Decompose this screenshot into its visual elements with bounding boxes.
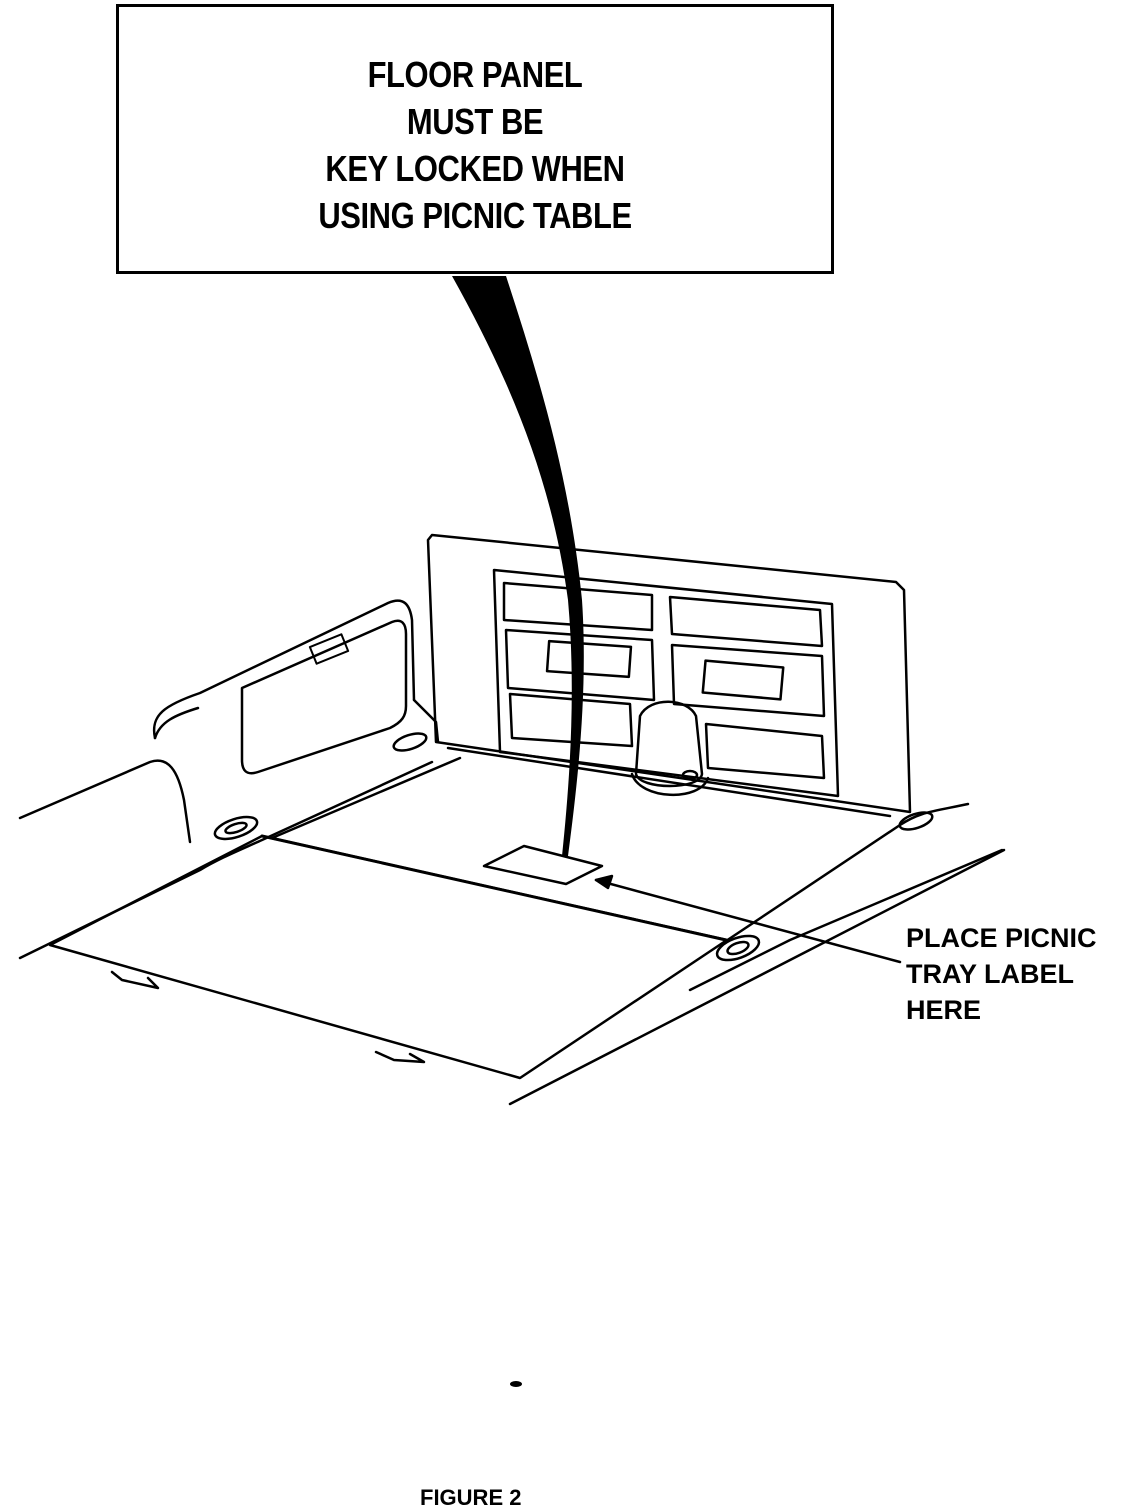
tray-label-line: TRAY LABEL — [906, 959, 1075, 989]
seat-back-panel — [668, 595, 824, 648]
tiedown-loop — [224, 821, 248, 835]
floor-right-rail-2 — [688, 848, 1004, 992]
pointer-arrowhead — [594, 874, 614, 890]
floor-panel-tab — [374, 1050, 426, 1064]
center-hinge — [634, 700, 704, 788]
seat-back-panel — [704, 722, 826, 780]
vent-slot — [308, 633, 350, 665]
tiedown-loop — [213, 815, 259, 841]
tiedown-loop — [726, 940, 750, 956]
seat-back-panel — [504, 628, 656, 702]
tray-label-line: HERE — [906, 995, 982, 1025]
tray-label-instruction: PLACE PICNIC TRAY LABEL HERE — [906, 920, 1097, 1028]
callout-line: MUST BE — [406, 101, 544, 142]
seat-back-frame — [492, 568, 840, 798]
floor-panel-crease — [260, 834, 728, 942]
center-hinge-pin — [681, 769, 699, 781]
warning-callout-text: FLOOR PANEL MUST BE KEY LOCKED WHEN USIN… — [169, 51, 781, 239]
latch — [701, 659, 785, 701]
seat-back — [426, 533, 912, 814]
center-hinge-base — [630, 772, 710, 797]
floor-panel-tab — [110, 970, 160, 990]
seat-back-panel — [508, 692, 634, 748]
callout-line: KEY LOCKED WHEN — [325, 148, 625, 189]
warning-callout-box: FLOOR PANEL MUST BE KEY LOCKED WHEN USIN… — [116, 4, 834, 274]
tiedown-loop — [392, 732, 428, 752]
pointer-line — [594, 878, 902, 964]
print-speck — [510, 1381, 522, 1387]
callout-leader — [452, 276, 584, 856]
floor-bottom-edge — [508, 848, 1006, 1106]
floor-panel — [48, 834, 729, 1080]
trim-panel — [240, 619, 408, 775]
tiedown-loop — [715, 934, 761, 962]
seat-back-inner-bottom — [446, 746, 892, 818]
tiedown-loop — [898, 811, 934, 831]
seat-back-panel — [670, 643, 826, 718]
callout-line: USING PICNIC TABLE — [318, 195, 632, 236]
seat-back-panel — [502, 581, 654, 632]
left-wall-upper — [152, 599, 416, 740]
latch — [545, 639, 633, 679]
left-wall-outline — [18, 759, 192, 844]
left-wall-top — [153, 706, 200, 740]
floor-rail-inner — [270, 756, 462, 840]
figure-caption: FIGURE 2 — [420, 1485, 522, 1510]
callout-line: FLOOR PANEL — [367, 54, 583, 95]
label-placement-area — [482, 844, 604, 886]
tray-label-line: PLACE PICNIC — [906, 923, 1097, 953]
floor-front-rail — [18, 760, 434, 960]
